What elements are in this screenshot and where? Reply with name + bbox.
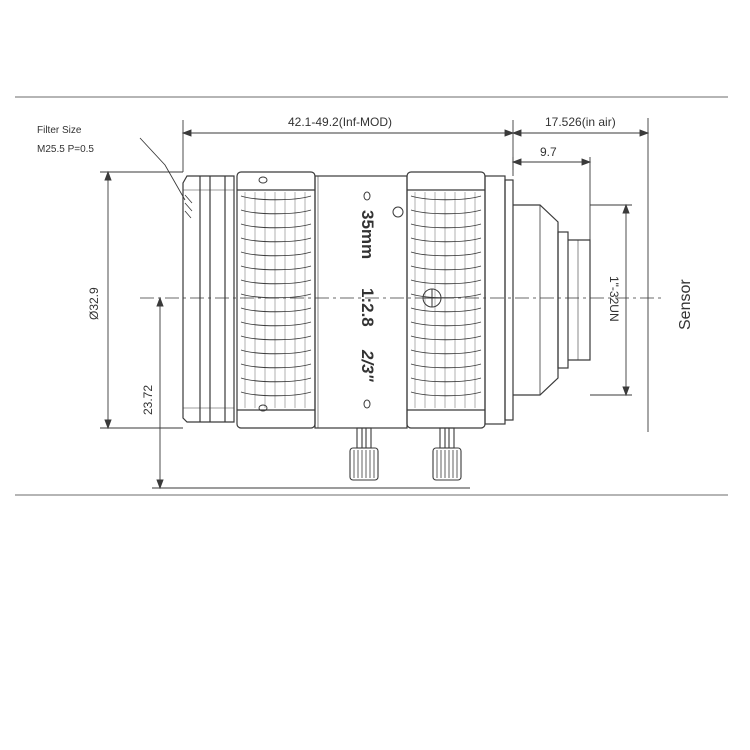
knurl-ridge bbox=[410, 307, 482, 313]
filter-thread-label: M25.5 P=0.5 bbox=[37, 144, 94, 155]
knurl-ridge bbox=[240, 321, 312, 327]
back-focus-dimension: 17.526(in air) bbox=[545, 115, 616, 129]
knurl-ridge bbox=[410, 237, 482, 243]
barrel-focal-text: 35mm bbox=[358, 210, 377, 259]
knurl-ridge bbox=[240, 265, 312, 271]
iris-lock-screw bbox=[432, 427, 462, 481]
focus-lock-screw bbox=[349, 427, 379, 481]
knurl-ridge bbox=[240, 223, 312, 229]
flange-dimension: 9.7 bbox=[540, 145, 557, 159]
knurl-ridge bbox=[410, 195, 482, 201]
knurl-ridge bbox=[240, 251, 312, 257]
knurl-ridge bbox=[240, 293, 312, 299]
emblem-icon bbox=[392, 206, 404, 218]
knurl-ridge bbox=[240, 237, 312, 243]
diameter-dimension: Ø32.9 bbox=[87, 287, 101, 320]
sensor-label: Sensor bbox=[677, 279, 694, 330]
knurl-ridge bbox=[240, 209, 312, 215]
knurl-ridge bbox=[410, 293, 482, 299]
filter-size-label: Filter Size bbox=[37, 125, 82, 136]
knurl-ridge bbox=[240, 391, 312, 397]
knurl-ridge bbox=[240, 363, 312, 369]
frame-lines bbox=[15, 96, 728, 496]
barrel-engraving: 35mm 1:2.8 2/3" bbox=[358, 210, 377, 383]
mount-thread-dimension: 1"-32UN bbox=[607, 276, 621, 322]
knurl-ridge bbox=[240, 195, 312, 201]
barrel-aperture-text: 1:2.8 bbox=[358, 288, 377, 327]
knurl-ridge bbox=[410, 391, 482, 397]
knurl-ridge bbox=[410, 363, 482, 369]
knurl-ridge bbox=[410, 265, 482, 271]
knurl-ridge bbox=[240, 279, 312, 285]
knurl-ridge bbox=[410, 279, 482, 285]
knurl-ridge bbox=[240, 377, 312, 383]
index-marks bbox=[258, 176, 442, 412]
dimension-lines bbox=[100, 118, 650, 490]
knurl-ridge bbox=[410, 223, 482, 229]
knurling-pattern bbox=[240, 192, 482, 408]
knurl-ridge bbox=[410, 335, 482, 341]
knurl-ridge bbox=[240, 335, 312, 341]
height-dimension: 23.72 bbox=[141, 385, 155, 415]
knurl-ridge bbox=[240, 307, 312, 313]
knurl-ridge bbox=[410, 251, 482, 257]
knurl-ridge bbox=[410, 349, 482, 355]
knurl-ridge bbox=[410, 321, 482, 327]
knurl-ridge bbox=[240, 349, 312, 355]
knurl-ridge bbox=[410, 209, 482, 215]
knurl-ridge bbox=[410, 377, 482, 383]
length-dimension: 42.1-49.2(Inf-MOD) bbox=[288, 115, 392, 129]
barrel-format-text: 2/3" bbox=[358, 349, 377, 383]
